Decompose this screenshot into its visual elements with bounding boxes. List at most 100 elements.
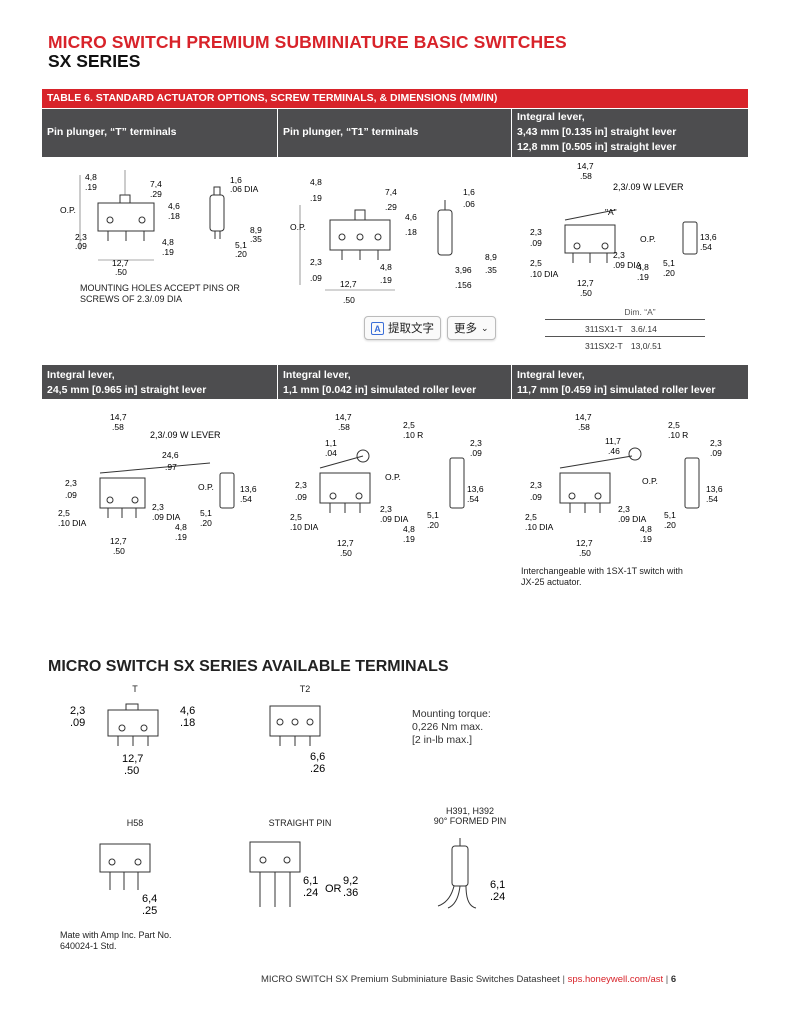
svg-text:2,3: 2,3 [530, 227, 542, 237]
svg-text:12,7: 12,7 [122, 753, 143, 765]
extract-text-button[interactable]: A 提取文字 [364, 316, 441, 340]
table-header-cell: Pin plunger, “T” terminals [42, 109, 277, 157]
svg-text:.19: .19 [403, 534, 415, 544]
svg-text:2,3: 2,3 [618, 504, 630, 514]
svg-text:.09 DIA: .09 DIA [152, 512, 181, 522]
svg-text:.19: .19 [310, 193, 322, 203]
svg-text:2,3/.09 W LEVER: 2,3/.09 W LEVER [150, 430, 221, 440]
svg-text:.35: .35 [485, 265, 497, 275]
svg-text:.19: .19 [637, 272, 649, 282]
note-line: Interchangeable with 1SX-1T switch with [521, 566, 683, 576]
more-button[interactable]: 更多 ⌄ [447, 316, 496, 340]
svg-text:3,96: 3,96 [455, 265, 472, 275]
svg-text:.50: .50 [343, 295, 355, 305]
svg-text:.25: .25 [142, 905, 157, 917]
svg-text:12,7: 12,7 [577, 278, 594, 288]
svg-text:4,8: 4,8 [175, 522, 187, 532]
svg-text:2,3: 2,3 [380, 504, 392, 514]
footer-separator: | [562, 974, 565, 985]
svg-text:2,3: 2,3 [613, 250, 625, 260]
svg-text:.50: .50 [124, 765, 139, 776]
svg-text:.09: .09 [310, 273, 322, 283]
svg-text:OR: OR [325, 883, 342, 895]
svg-text:"A": "A" [605, 207, 617, 217]
svg-text:.20: .20 [427, 520, 439, 530]
svg-text:.46: .46 [608, 446, 620, 456]
header-line: 12,8 mm [0.505 in] straight lever [517, 141, 677, 153]
drawing-pin-plunger-t: 4,8.19 7,4.29 4,6.18 O.P. 2,3.09 4,8.19 … [60, 170, 262, 277]
svg-text:6,6: 6,6 [310, 751, 325, 763]
svg-text:14,7: 14,7 [577, 161, 594, 171]
drawing-integral-lever-11-7: 14,7.58 11,7.46 2,5.10 R 2,3.09 O.P. 2,3… [525, 412, 723, 558]
drawing-integral-lever-24: 14,7.58 2,3/.09 W LEVER 24,6.97 2,3.09 O… [58, 412, 257, 556]
svg-text:.06: .06 [463, 199, 475, 209]
svg-text:O.P.: O.P. [642, 476, 658, 486]
svg-text:.156: .156 [455, 280, 472, 290]
svg-text:2,5: 2,5 [290, 512, 302, 522]
svg-text:1,6: 1,6 [463, 187, 475, 197]
svg-text:O.P.: O.P. [640, 234, 656, 244]
svg-text:8,9: 8,9 [250, 225, 262, 235]
svg-text:2,5: 2,5 [525, 512, 537, 522]
header-line: Integral lever, [517, 111, 585, 123]
svg-text:2,5: 2,5 [530, 258, 542, 268]
svg-text:2,3: 2,3 [70, 705, 85, 717]
svg-text:.50: .50 [579, 548, 591, 558]
svg-text:.09: .09 [295, 492, 307, 502]
svg-text:O.P.: O.P. [60, 205, 76, 215]
svg-text:4,8: 4,8 [640, 524, 652, 534]
torque-line: 0,226 Nm max. [412, 721, 484, 733]
svg-text:.50: .50 [115, 267, 127, 277]
svg-text:8,9: 8,9 [485, 252, 497, 262]
svg-text:4,6: 4,6 [168, 201, 180, 211]
svg-text:2,3: 2,3 [152, 502, 164, 512]
note-line: SCREWS OF 2.3/.09 DIA [80, 294, 183, 304]
svg-text:2,3/.09 W LEVER: 2,3/.09 W LEVER [613, 182, 684, 192]
svg-text:2,3: 2,3 [295, 480, 307, 490]
torque-line: Mounting torque: [412, 708, 491, 720]
svg-text:4,8: 4,8 [85, 172, 97, 182]
svg-text:.09 DIA: .09 DIA [618, 514, 647, 524]
svg-text:2,5: 2,5 [403, 420, 415, 430]
svg-text:4,8: 4,8 [403, 524, 415, 534]
drawing-terminal-h58: 6,4.25 [99, 843, 157, 917]
svg-text:2,3: 2,3 [75, 232, 87, 242]
svg-text:11,7: 11,7 [605, 436, 621, 446]
svg-text:5,1: 5,1 [664, 510, 676, 520]
svg-text:4,8: 4,8 [380, 262, 392, 272]
svg-text:.20: .20 [663, 268, 675, 278]
svg-text:5,1: 5,1 [235, 240, 247, 250]
svg-text:.54: .54 [700, 242, 712, 252]
svg-text:.09: .09 [530, 492, 542, 502]
formed-line: H391, H392 [445, 806, 495, 816]
svg-text:2,3: 2,3 [710, 438, 722, 448]
svg-text:.10 DIA: .10 DIA [530, 269, 559, 279]
svg-text:6,4: 6,4 [142, 893, 157, 905]
svg-text:.06 DIA: .06 DIA [230, 184, 259, 194]
terminal-label-formed-pin: H391, H392 90° FORMED PIN [415, 806, 525, 826]
svg-text:7,4: 7,4 [385, 187, 397, 197]
svg-text:.20: .20 [664, 520, 676, 530]
header-line: 11,7 mm [0.459 in] simulated roller leve… [517, 384, 716, 396]
header-line: Pin plunger, “T” terminals [47, 126, 177, 138]
table-header-cell: Integral lever, 24,5 mm [0.965 in] strai… [42, 365, 277, 399]
svg-text:.97: .97 [165, 462, 177, 472]
svg-text:.58: .58 [112, 422, 124, 432]
table-caption: TABLE 6. STANDARD ACTUATOR OPTIONS, SCRE… [42, 89, 748, 108]
footer-url[interactable]: sps.honeywell.com/ast [567, 974, 664, 985]
svg-text:.20: .20 [200, 518, 212, 528]
svg-text:6,1: 6,1 [490, 879, 505, 891]
svg-text:.09: .09 [70, 717, 85, 729]
svg-text:.36: .36 [343, 887, 358, 899]
svg-text:.29: .29 [385, 202, 397, 212]
page-title: MICRO SWITCH PREMIUM SUBMINIATURE BASIC … [48, 32, 567, 52]
svg-text:.50: .50 [113, 546, 125, 556]
mate-line: 640024-1 Std. [60, 941, 117, 951]
drawing-terminal-t: 2,3.09 4,6.18 12,7.50 [70, 703, 195, 776]
svg-text:4,8: 4,8 [162, 237, 174, 247]
dim-a-row: 311SX1-T 3.6/.14 [545, 319, 705, 336]
svg-text:.50: .50 [580, 288, 592, 298]
drawing-terminal-t2: 6,6.26 [269, 705, 325, 775]
torque-line: [2 in-lb max.] [412, 734, 473, 746]
dim-a-value: 3.6/.14 [630, 324, 657, 334]
